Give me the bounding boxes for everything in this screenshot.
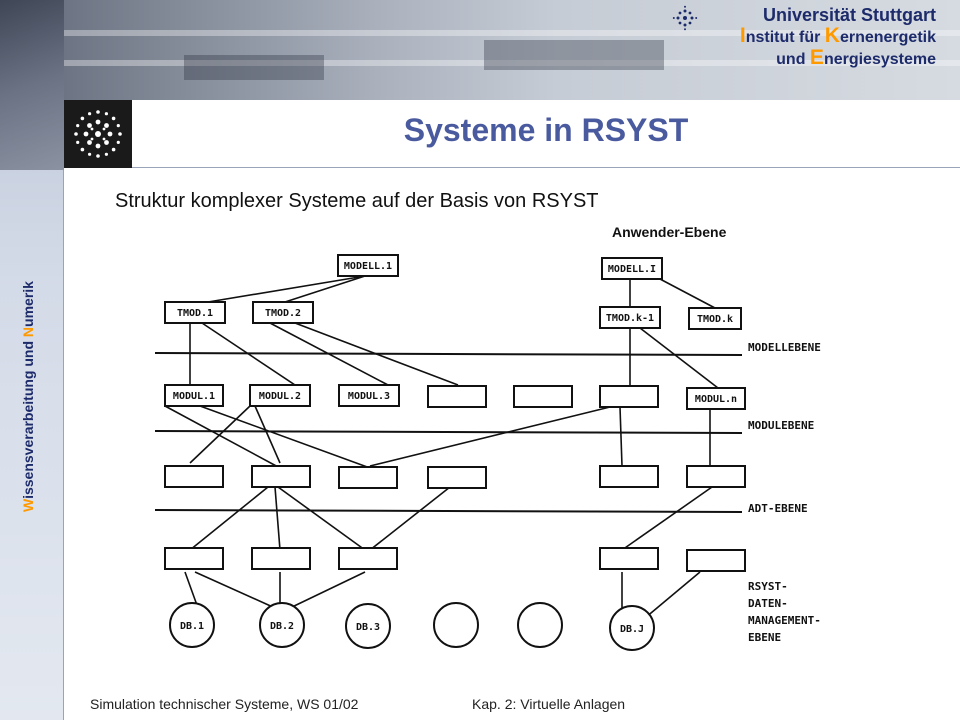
node-db-4 bbox=[433, 602, 479, 648]
level-label-rsyst-3: MANAGEMENT- bbox=[748, 614, 821, 627]
label-tmod-k: TMOD.k bbox=[697, 314, 733, 325]
header-rule bbox=[132, 167, 960, 168]
institute-line-1: Institut für Kernenergetik bbox=[739, 24, 936, 47]
node-adt-1 bbox=[164, 465, 224, 488]
node-modul-6 bbox=[599, 385, 659, 408]
connection-lines bbox=[164, 275, 719, 619]
footer-chapter: Kap. 2: Virtuelle Anlagen bbox=[472, 696, 626, 712]
node-tmod-k-1 bbox=[599, 306, 661, 329]
level-label-adt: ADT-EBENE bbox=[748, 502, 808, 515]
node-modul-2 bbox=[249, 384, 311, 407]
label-tmod-1: TMOD.1 bbox=[177, 308, 213, 319]
node-modul-n bbox=[686, 387, 746, 410]
institution-block: Universität Stuttgart Institut für Kerne… bbox=[740, 4, 936, 70]
node-rsyst-2 bbox=[251, 547, 311, 570]
university-logo bbox=[64, 100, 132, 168]
node-rsyst-5 bbox=[686, 549, 746, 572]
label-modell-i: MODELL.I bbox=[608, 264, 656, 275]
footer-course: Simulation technischer Systeme, WS 01/02 bbox=[90, 696, 359, 712]
institute-line-2: und Energiesysteme bbox=[776, 46, 936, 69]
node-tmod-1 bbox=[164, 301, 226, 324]
node-modul-4 bbox=[427, 385, 487, 408]
system-structure-diagram: MODELL.1 MODELL.I TMOD.1 TMOD.2 TMOD.k-1… bbox=[154, 254, 821, 651]
label-modul-1: MODUL.1 bbox=[173, 391, 215, 402]
corner-photo bbox=[0, 0, 64, 170]
node-db-1 bbox=[169, 602, 215, 648]
node-rsyst-1 bbox=[164, 547, 224, 570]
user-level-label: Anwender-Ebene bbox=[612, 224, 727, 240]
label-modell-1: MODELL.1 bbox=[344, 261, 392, 272]
node-db-2 bbox=[259, 602, 305, 648]
adt-ebene-separator bbox=[154, 509, 743, 513]
level-label-modell: MODELLEBENE bbox=[748, 341, 821, 354]
node-adt-6 bbox=[686, 465, 746, 488]
university-logo-small bbox=[672, 5, 698, 31]
node-modul-1 bbox=[164, 384, 224, 407]
label-db-1: DB.1 bbox=[180, 621, 204, 632]
node-adt-3 bbox=[338, 466, 398, 489]
node-rsyst-4 bbox=[599, 547, 659, 570]
label-modul-2: MODUL.2 bbox=[259, 391, 301, 402]
node-tmod-k bbox=[688, 307, 742, 330]
slide-subtitle: Struktur komplexer Systeme auf der Basis… bbox=[115, 190, 599, 212]
level-label-rsyst-4: EBENE bbox=[748, 631, 781, 644]
level-label-rsyst-2: DATEN- bbox=[748, 597, 788, 610]
slide-title: Systeme in RSYST bbox=[403, 112, 689, 148]
modellebene-separator bbox=[154, 352, 743, 356]
node-db-3 bbox=[345, 603, 391, 649]
level-label-modul: MODULEBENE bbox=[748, 419, 814, 432]
modulebene-separator bbox=[154, 430, 743, 434]
node-rsyst-3 bbox=[338, 547, 398, 570]
node-modell-i bbox=[601, 257, 663, 280]
level-label-rsyst-1: RSYST- bbox=[748, 580, 788, 593]
label-tmod-2: TMOD.2 bbox=[265, 308, 301, 319]
sidebar-rule bbox=[63, 170, 64, 720]
label-tmod-k-1: TMOD.k-1 bbox=[606, 313, 654, 324]
node-modell-1 bbox=[337, 254, 399, 277]
node-db-j bbox=[609, 605, 655, 651]
label-modul-3: MODUL.3 bbox=[348, 391, 390, 402]
node-adt-4 bbox=[427, 466, 487, 489]
label-db-2: DB.2 bbox=[270, 621, 294, 632]
node-modul-3 bbox=[338, 384, 400, 407]
header-photo bbox=[64, 0, 960, 100]
sidebar-vertical-label: Wissensverarbeitung und Numerik bbox=[20, 281, 36, 512]
node-adt-5 bbox=[599, 465, 659, 488]
node-db-5 bbox=[517, 602, 563, 648]
node-modul-5 bbox=[513, 385, 573, 408]
node-tmod-2 bbox=[252, 301, 314, 324]
university-name: Universität Stuttgart bbox=[762, 5, 936, 25]
label-modul-n: MODUL.n bbox=[695, 394, 737, 405]
label-db-j: DB.J bbox=[620, 624, 644, 635]
node-adt-2 bbox=[251, 465, 311, 488]
label-db-3: DB.3 bbox=[356, 622, 380, 633]
